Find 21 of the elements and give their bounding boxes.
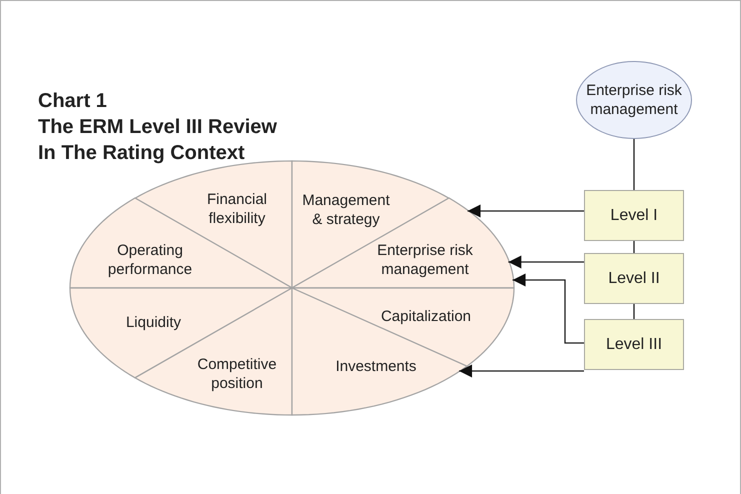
ellipse-node: Enterprise risk management xyxy=(576,61,692,139)
arrow xyxy=(468,204,584,218)
segment-label: Investments xyxy=(334,356,418,376)
connector-line xyxy=(633,139,635,190)
chart-number: Chart 1 xyxy=(38,89,107,114)
arrow xyxy=(508,256,584,268)
connector-line xyxy=(633,304,635,319)
arrow xyxy=(459,364,584,378)
connector-line xyxy=(633,241,635,253)
segment-label: Financial flexibility xyxy=(206,190,268,228)
level-box: Level II xyxy=(584,253,684,304)
segment-label: Liquidity xyxy=(124,312,182,332)
segment-label: Operating performance xyxy=(106,240,194,279)
segment-label: Enterprise risk management xyxy=(376,240,474,279)
arrow xyxy=(512,274,584,344)
segment-label: Management & strategy xyxy=(301,191,391,229)
level-box: Level III xyxy=(584,319,684,370)
chart-title: The ERM Level III Review In The Rating Context xyxy=(38,115,278,166)
segment-label: Competitive position xyxy=(196,355,278,393)
segment-label: Capitalization xyxy=(380,306,472,326)
level-box: Level I xyxy=(584,190,684,241)
